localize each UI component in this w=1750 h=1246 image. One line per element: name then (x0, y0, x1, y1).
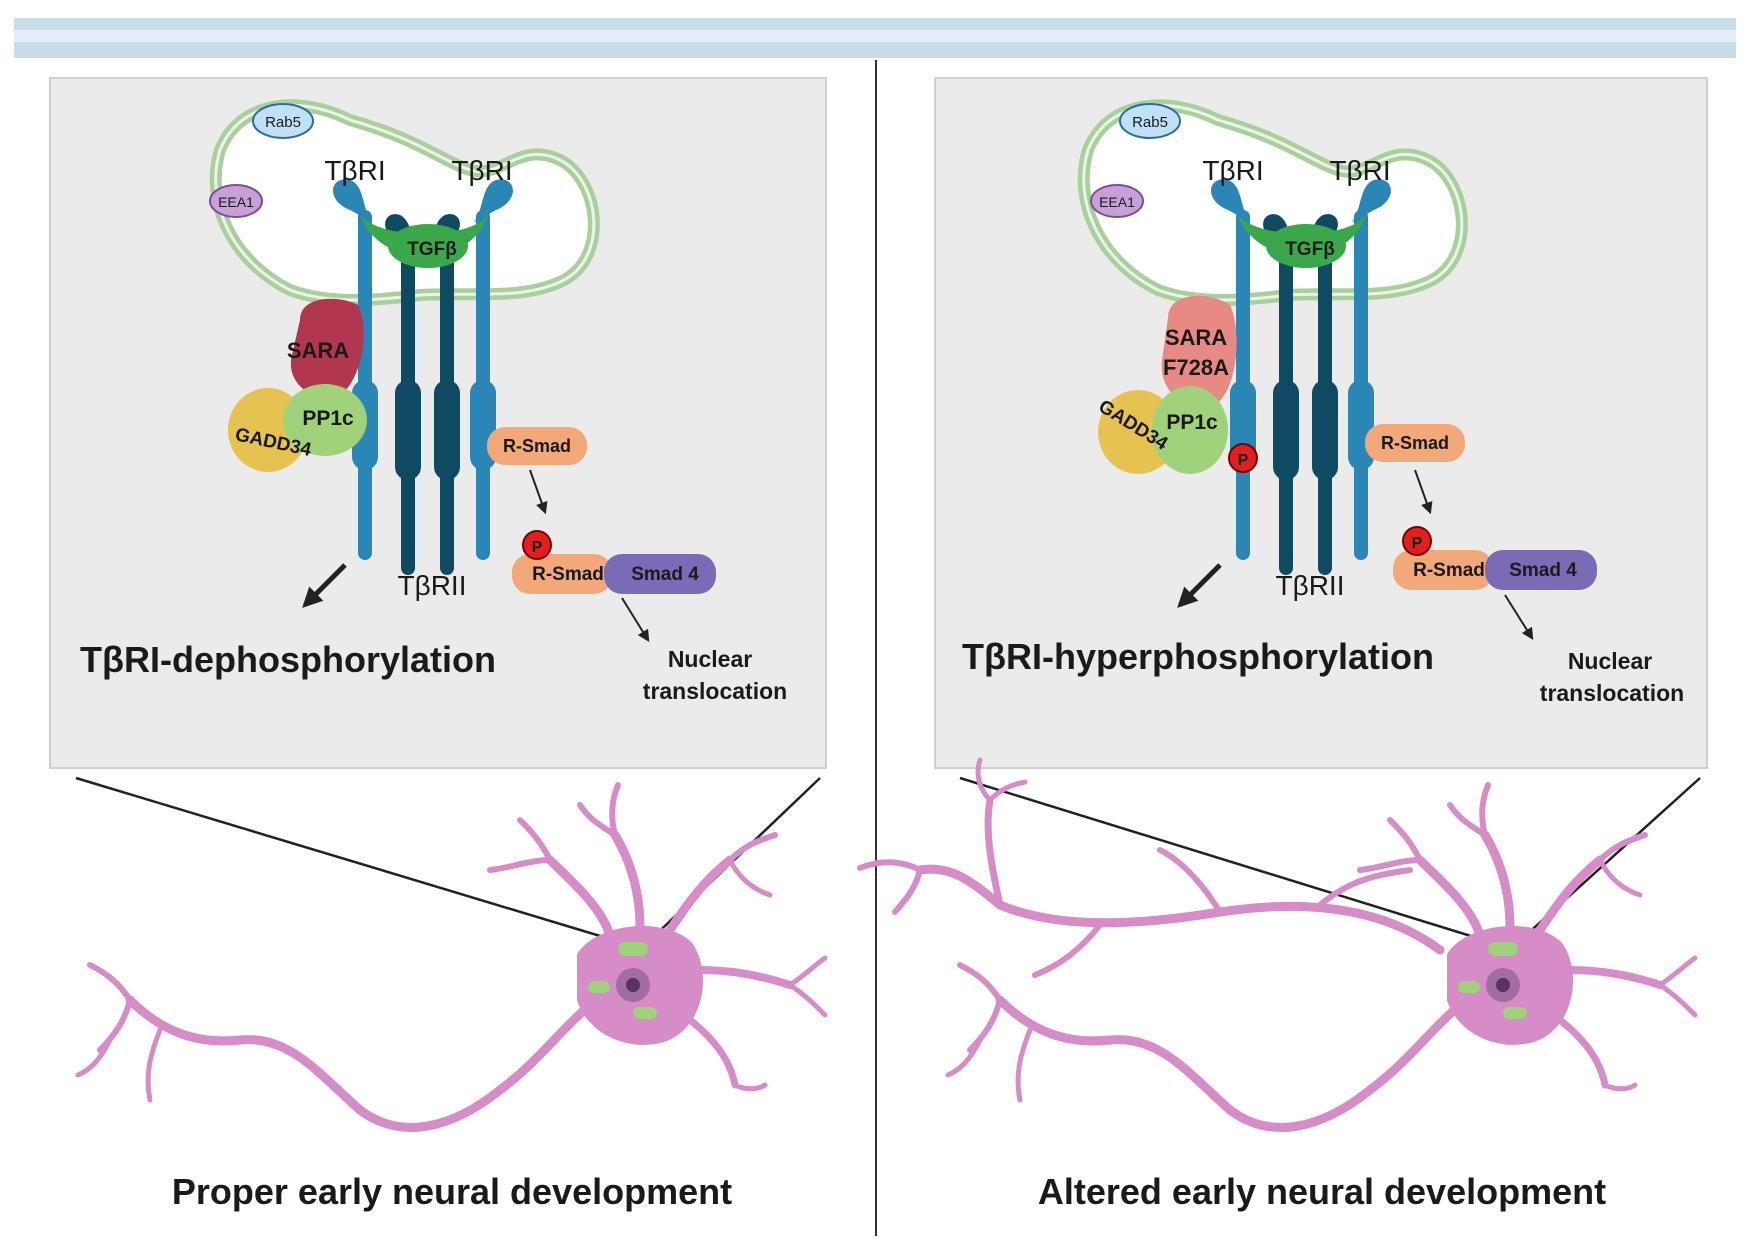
phospho-label: P (532, 539, 543, 556)
smad4-label: Smad 4 (631, 564, 699, 585)
left-panel: Rab5 EEA1 TGFβ TβRI TβRI TβRII (49, 77, 828, 1212)
sara-label-1: SARA (1165, 325, 1227, 350)
outcome-label: TβRI-dephosphorylation (80, 639, 496, 680)
zoom-line-left (75, 776, 631, 947)
tbri-left-label: TβRI (1202, 155, 1263, 186)
smad4-label: Smad 4 (1509, 560, 1577, 581)
phospho-marker (522, 530, 552, 560)
right-panel: Rab5 EEA1 TGFβ TβRI TβRI TβRII SARA (857, 77, 1708, 1212)
smad4-protein (1485, 550, 1597, 590)
rsmad-label: R-Smad (1381, 433, 1449, 453)
neuron-organelles (1458, 942, 1527, 1019)
receptor-phospho-marker (1228, 443, 1258, 473)
neuron (75, 782, 828, 1132)
caption: Proper early neural development (172, 1171, 732, 1212)
nuclear-label-2: translocation (643, 678, 787, 704)
rsmad-label: R-Smad (503, 436, 571, 456)
pp1c-protein (1152, 386, 1228, 474)
outcome-label: TβRI-hyperphosphorylation (962, 636, 1434, 677)
sara-protein (290, 298, 364, 398)
rsmad-complex (1393, 550, 1493, 590)
pp1c-label: PP1c (302, 407, 354, 430)
arrow-rsmad-down (529, 469, 548, 515)
rsmad-complex-label: R-Smad (1413, 560, 1485, 581)
eea1-label: EEA1 (1099, 194, 1135, 210)
nuclear-label-1: Nuclear (1568, 648, 1652, 674)
pp1c-protein (283, 384, 367, 456)
neuron (857, 757, 1698, 1132)
nuclear-label-1: Nuclear (668, 646, 752, 672)
sara-mutant-protein (1161, 295, 1237, 408)
top-band-highlight (14, 30, 1736, 42)
rsmad-protein (1365, 424, 1465, 462)
rab5-label: Rab5 (1132, 114, 1168, 131)
tbri-right-label: TβRI (451, 155, 512, 186)
arrow-outcome (302, 563, 347, 608)
phospho-marker (1402, 526, 1432, 556)
rsmad-protein (487, 427, 587, 465)
arrow-nuclear (621, 597, 650, 643)
caption: Altered early neural development (1038, 1171, 1606, 1212)
sara-label: SARA (287, 338, 349, 363)
tgfb-label: TGFβ (1285, 239, 1335, 260)
neuron-organelles (588, 942, 657, 1019)
receptor-complex: TGFβ (333, 179, 513, 575)
tbri-left-label: TβRI (324, 155, 385, 186)
rsmad-complex (512, 554, 612, 594)
tbrii-label: TβRII (398, 570, 467, 601)
rsmad-complex-label: R-Smad (532, 564, 604, 585)
rab5-marker: Rab5 (252, 103, 314, 139)
pp1c-label: PP1c (1166, 411, 1218, 434)
receptor-phospho-label: P (1238, 452, 1249, 469)
zoom-line-left (959, 776, 1501, 947)
arrow-rsmad-down (1414, 469, 1433, 515)
eea1-marker: EEA1 (209, 184, 263, 218)
smad4-protein (604, 554, 716, 594)
rab5-marker: Rab5 (1119, 103, 1181, 139)
tbri-right-label: TβRI (1329, 155, 1390, 186)
eea1-marker: EEA1 (1090, 184, 1144, 218)
tgfb-label: TGFβ (407, 239, 457, 260)
eea1-label: EEA1 (218, 194, 254, 210)
tbrii-label: TβRII (1276, 570, 1345, 601)
arrow-nuclear (1504, 594, 1534, 641)
sara-label-2: F728A (1163, 355, 1229, 380)
nuclear-label-2: translocation (1540, 680, 1684, 706)
arrow-outcome (1177, 563, 1222, 608)
phospho-label: P (1412, 535, 1423, 552)
rab5-label: Rab5 (265, 114, 301, 131)
